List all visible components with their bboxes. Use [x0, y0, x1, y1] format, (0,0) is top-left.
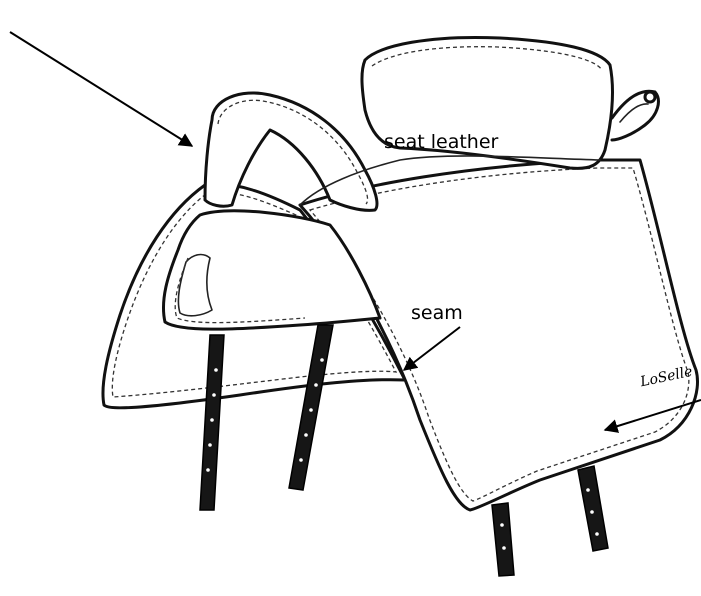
label-seam: seam	[411, 304, 463, 323]
strap-right-2	[578, 466, 608, 551]
label-seat-leather: seat leather	[384, 133, 498, 152]
pommel	[205, 93, 377, 210]
strap-right-1	[492, 503, 514, 576]
buckle	[612, 91, 658, 140]
arrow-upper-left	[10, 32, 192, 146]
